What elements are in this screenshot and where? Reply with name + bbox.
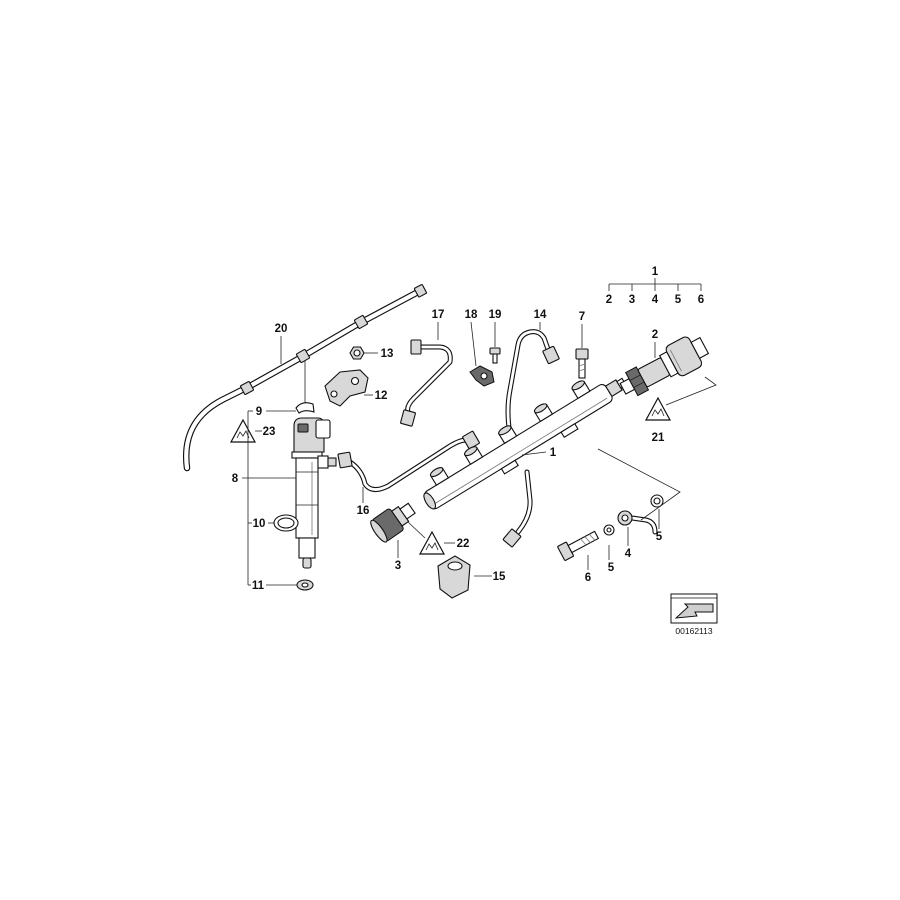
injector-bracket <box>324 369 369 407</box>
return-hose <box>182 284 427 472</box>
sensor-3 <box>370 502 416 543</box>
callout-22: 22 <box>457 538 470 550</box>
retaining-clip <box>295 402 315 414</box>
diagram-logo <box>670 593 718 624</box>
banjo-fitting <box>617 510 658 535</box>
callout-6: 6 <box>585 572 591 584</box>
callout-group-4: 4 <box>652 294 659 306</box>
washer-5-middle <box>603 524 615 536</box>
callout-18: 18 <box>465 309 478 321</box>
hazard-triangle-icon <box>418 530 446 555</box>
o-ring <box>273 514 299 532</box>
callout-5-middle: 5 <box>608 562 615 574</box>
callout-7: 7 <box>579 311 585 323</box>
high-pressure-line-14 <box>502 329 560 548</box>
fuel-rail <box>423 377 627 510</box>
hazard-triangle-icon <box>229 418 257 443</box>
banjo-bolt <box>557 530 600 561</box>
callout-19: 19 <box>489 309 502 321</box>
leader-lines <box>242 278 717 586</box>
screw-19 <box>489 347 501 364</box>
rail-pressure-sensor <box>619 336 710 397</box>
hazard-triangle-icon <box>644 396 672 421</box>
callout-17: 17 <box>432 309 445 321</box>
callout-8: 8 <box>232 473 239 485</box>
fuel-injector <box>291 417 337 569</box>
callout-14: 14 <box>534 309 547 321</box>
part-15 <box>437 555 471 599</box>
callout-10: 10 <box>253 518 266 530</box>
high-pressure-line-16 <box>337 430 480 492</box>
callout-9: 9 <box>256 406 262 418</box>
callout-group-1: 1 <box>652 266 659 278</box>
callout-2: 2 <box>652 329 658 341</box>
drawing-number: 00162113 <box>675 626 712 636</box>
callout-group-2: 2 <box>606 294 612 306</box>
bolt-7 <box>575 348 589 379</box>
callout-3: 3 <box>395 560 401 572</box>
callout-11: 11 <box>252 580 265 592</box>
washer-5-right <box>650 494 664 508</box>
hex-nut <box>349 346 365 360</box>
callout-group-6: 6 <box>698 294 704 306</box>
callout-4: 4 <box>625 548 632 560</box>
callout-5-right: 5 <box>656 531 663 543</box>
callout-1: 1 <box>550 447 557 459</box>
arrow-icon <box>674 603 714 619</box>
callout-labels: 1 2 3 4 5 6 2 21 1 5 4 5 6 7 14 18 19 17… <box>232 266 704 592</box>
callout-13: 13 <box>381 348 394 360</box>
high-pressure-line-17 <box>400 339 453 427</box>
callout-23: 23 <box>263 426 276 438</box>
callout-15: 15 <box>493 571 506 583</box>
sealing-washer <box>296 579 314 591</box>
callout-group-5: 5 <box>675 294 682 306</box>
callout-group-3: 3 <box>629 294 635 306</box>
callout-20: 20 <box>275 323 288 335</box>
callout-16: 16 <box>357 505 370 517</box>
pipe-clip <box>469 365 495 387</box>
callout-21: 21 <box>652 432 665 444</box>
callout-12: 12 <box>375 390 388 402</box>
